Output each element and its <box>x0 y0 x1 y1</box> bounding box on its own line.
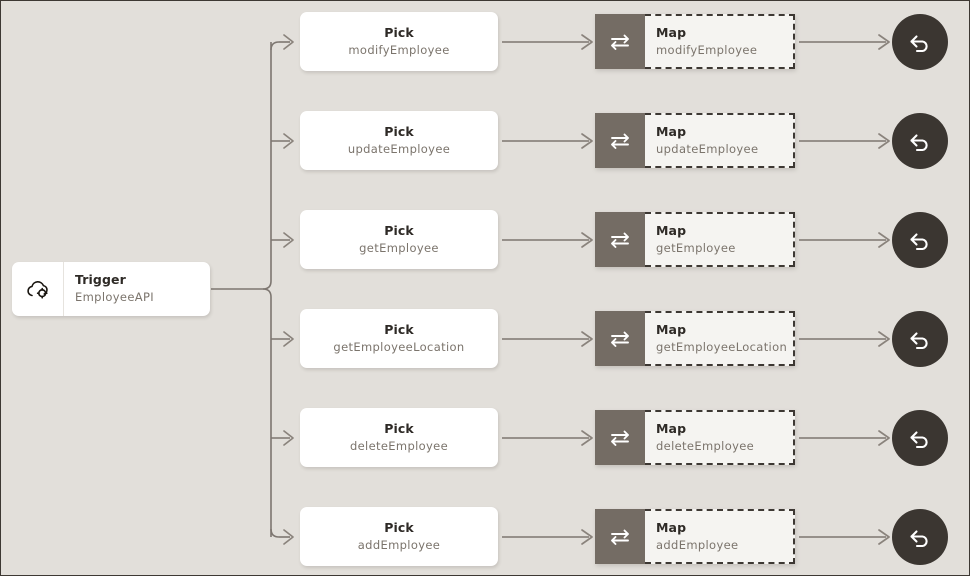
pick-subtitle: deleteEmployee <box>349 439 449 454</box>
swap-arrows-icon <box>595 212 645 267</box>
map-title: Map <box>656 222 687 238</box>
return-arrow-icon <box>910 431 928 449</box>
cloud-gear-icon <box>12 262 64 316</box>
pick-subtitle: updateEmployee <box>347 142 451 157</box>
return-arrow-icon <box>910 35 928 53</box>
map-subtitle: addEmployee <box>656 537 739 552</box>
trigger-title: Trigger <box>75 272 126 288</box>
swap-arrows-icon <box>595 14 645 69</box>
map-node[interactable]: Map updateEmployee <box>595 113 795 168</box>
pick-node[interactable]: Pick getEmployeeLocation <box>300 309 498 368</box>
trigger-subtitle: EmployeeAPI <box>75 290 154 305</box>
pick-title: Pick <box>384 420 414 436</box>
map-body: Map addEmployee <box>645 509 795 564</box>
pick-title: Pick <box>384 321 414 337</box>
swap-arrows-icon <box>595 509 645 564</box>
map-subtitle: modifyEmployee <box>656 42 758 57</box>
return-node[interactable] <box>892 509 948 565</box>
map-subtitle: getEmployee <box>656 240 736 255</box>
map-body: Map getEmployeeLocation <box>645 311 795 366</box>
map-subtitle: updateEmployee <box>656 141 759 156</box>
return-arrow-icon <box>910 332 928 350</box>
map-body: Map modifyEmployee <box>645 14 795 69</box>
map-title: Map <box>656 123 687 139</box>
pick-node[interactable]: Pick deleteEmployee <box>300 408 498 467</box>
swap-arrows-icon <box>595 311 645 366</box>
map-title: Map <box>656 519 687 535</box>
map-node[interactable]: Map getEmployeeLocation <box>595 311 795 366</box>
map-body: Map updateEmployee <box>645 113 795 168</box>
trigger-body: Trigger EmployeeAPI <box>64 262 210 316</box>
pick-node[interactable]: Pick addEmployee <box>300 507 498 566</box>
return-node[interactable] <box>892 311 948 367</box>
pick-node[interactable]: Pick getEmployee <box>300 210 498 269</box>
pick-subtitle: getEmployeeLocation <box>333 340 465 355</box>
pick-title: Pick <box>384 519 414 535</box>
map-subtitle: getEmployeeLocation <box>656 339 788 354</box>
swap-arrows-icon <box>595 410 645 465</box>
return-arrow-icon <box>910 233 928 251</box>
map-title: Map <box>656 420 687 436</box>
map-body: Map deleteEmployee <box>645 410 795 465</box>
return-node[interactable] <box>892 410 948 466</box>
pick-node[interactable]: Pick modifyEmployee <box>300 12 498 71</box>
return-arrow-icon <box>910 134 928 152</box>
map-body: Map getEmployee <box>645 212 795 267</box>
map-subtitle: deleteEmployee <box>656 438 755 453</box>
pick-title: Pick <box>384 222 414 238</box>
map-title: Map <box>656 321 687 337</box>
pick-title: Pick <box>384 123 414 139</box>
map-node[interactable]: Map getEmployee <box>595 212 795 267</box>
pick-node[interactable]: Pick updateEmployee <box>300 111 498 170</box>
swap-arrows-icon <box>595 113 645 168</box>
map-node[interactable]: Map deleteEmployee <box>595 410 795 465</box>
pick-title: Pick <box>384 24 414 40</box>
return-node[interactable] <box>892 14 948 70</box>
return-node[interactable] <box>892 212 948 268</box>
map-node[interactable]: Map addEmployee <box>595 509 795 564</box>
pick-subtitle: getEmployee <box>359 241 439 256</box>
return-arrow-icon <box>910 530 928 548</box>
return-node[interactable] <box>892 113 948 169</box>
map-title: Map <box>656 24 687 40</box>
pick-subtitle: modifyEmployee <box>348 43 450 58</box>
pick-subtitle: addEmployee <box>357 538 441 553</box>
trigger-node[interactable]: Trigger EmployeeAPI <box>12 262 210 316</box>
map-node[interactable]: Map modifyEmployee <box>595 14 795 69</box>
